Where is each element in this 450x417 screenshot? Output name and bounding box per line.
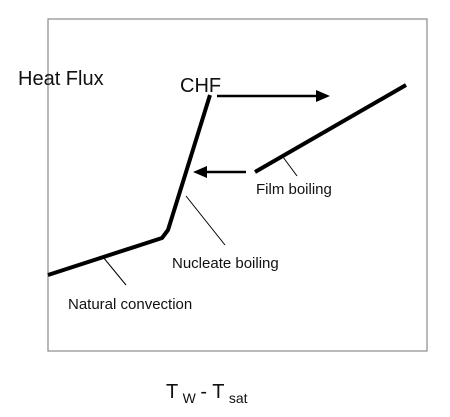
arrow-left-icon	[193, 166, 207, 178]
film-boiling-label: Film boiling	[256, 181, 332, 198]
x-label-separator: - T	[200, 381, 224, 403]
film-boiling-curve	[254, 83, 407, 174]
x-label-sub-sat: sat	[229, 390, 248, 406]
x-label-t1: T	[166, 381, 178, 403]
nucleate-boiling-curve	[47, 94, 212, 277]
film-boiling-leader	[282, 156, 298, 177]
plot-frame	[47, 18, 428, 352]
nucleate-boiling-label: Nucleate boiling	[172, 255, 279, 272]
natural-convection-leader	[102, 256, 127, 286]
nucleate-boiling-leader	[185, 195, 226, 246]
x-label-sub-w: W	[183, 390, 197, 406]
chf-label: CHF	[180, 75, 221, 97]
arrow-right-icon	[316, 90, 330, 102]
x-axis-label: T W - T sat	[166, 381, 248, 407]
y-axis-label: Heat Flux	[18, 68, 104, 90]
natural-convection-label: Natural convection	[68, 296, 192, 313]
